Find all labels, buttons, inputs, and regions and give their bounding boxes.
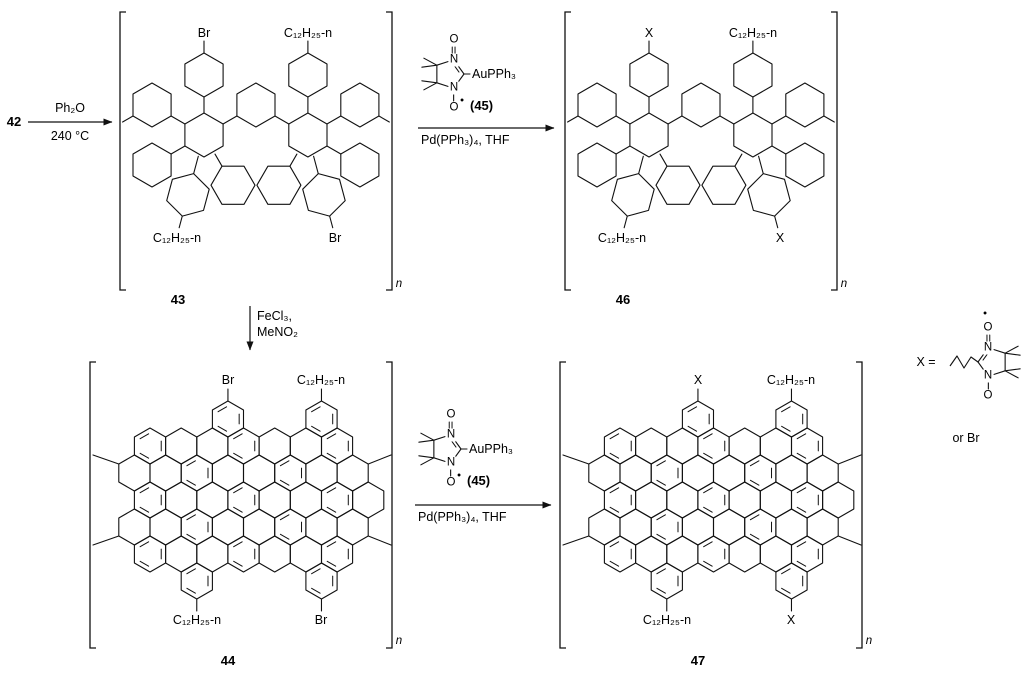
compound-43-structure bbox=[119, 11, 393, 291]
reagent-45-structure-top bbox=[421, 46, 471, 102]
compound-42-label: 42 bbox=[6, 114, 22, 129]
c43-sub-bottom-right: Br bbox=[328, 231, 342, 245]
xdef-oxygen-bottom-label: O bbox=[982, 389, 994, 403]
xdef-nitrogen-bottom-label: N bbox=[982, 369, 994, 383]
step1-condition-label: 240 °C bbox=[50, 129, 90, 143]
step1-reagent-label: Ph₂O bbox=[55, 101, 85, 115]
x-definition-prefix: X = bbox=[916, 355, 936, 369]
x-definition-alternative: or Br bbox=[952, 431, 980, 445]
c47-repeat-index: n bbox=[865, 635, 873, 647]
coupling-conditions-bottom: Pd(PPh₃)₄, THF bbox=[418, 510, 507, 524]
c47-sub-top-left: X bbox=[693, 373, 703, 387]
r45a-nitrogen-top-label: N bbox=[448, 53, 460, 67]
r45b-nitrogen-bottom-label: N bbox=[445, 456, 457, 470]
compound-46-structure bbox=[564, 11, 838, 291]
r45a-nitrogen-bottom-label: N bbox=[448, 81, 460, 95]
c44-repeat-index: n bbox=[395, 635, 403, 647]
r45b-oxygen-bottom-label: O bbox=[445, 476, 457, 490]
c46-repeat-index: n bbox=[840, 278, 848, 290]
r45a-gold-group-label: AuPPh₃ bbox=[472, 67, 517, 81]
c43-number: 43 bbox=[170, 292, 186, 307]
c44-sub-top-left: Br bbox=[221, 373, 235, 387]
c47-sub-bottom-left: C₁₂H₂₅-n bbox=[642, 613, 692, 627]
reagent-45-structure-bottom bbox=[418, 421, 468, 477]
c46-sub-top-right: C₁₂H₂₅-n bbox=[728, 26, 778, 40]
r45a-oxygen-top-label: O bbox=[448, 33, 460, 47]
c43-repeat-index: n bbox=[395, 278, 403, 290]
c43-sub-top-right: C₁₂H₂₅-n bbox=[283, 26, 333, 40]
r45b-oxygen-top-label: O bbox=[445, 408, 457, 422]
c44-sub-bottom-right: Br bbox=[314, 613, 328, 627]
step2-reagent-line2: MeNO₂ bbox=[257, 325, 298, 339]
c46-sub-bottom-right: X bbox=[775, 231, 785, 245]
c47-sub-top-right: C₁₂H₂₅-n bbox=[766, 373, 816, 387]
r45b-number-label: (45) bbox=[467, 473, 491, 488]
c44-sub-bottom-left: C₁₂H₂₅-n bbox=[172, 613, 222, 627]
c46-number: 46 bbox=[615, 292, 631, 307]
r45b-gold-group-label: AuPPh₃ bbox=[469, 442, 514, 456]
c47-number: 47 bbox=[690, 653, 706, 668]
c43-sub-bottom-left: C₁₂H₂₅-n bbox=[152, 231, 202, 245]
c44-number: 44 bbox=[220, 653, 236, 668]
step2-reagent-line1: FeCl₃, bbox=[257, 309, 292, 323]
r45b-nitrogen-top-label: N bbox=[445, 428, 457, 442]
c43-sub-top-left: Br bbox=[197, 26, 211, 40]
coupling-conditions-top: Pd(PPh₃)₄, THF bbox=[421, 133, 510, 147]
compound-44-structure bbox=[89, 361, 393, 649]
xdef-nitrogen-top-label: N bbox=[982, 341, 994, 355]
compound-47-structure bbox=[559, 361, 863, 649]
c46-sub-top-left: X bbox=[644, 26, 654, 40]
r45a-number-label: (45) bbox=[470, 98, 494, 113]
reaction-arrows bbox=[28, 118, 555, 509]
c44-sub-top-right: C₁₂H₂₅-n bbox=[296, 373, 346, 387]
r45b-radical-dot: • bbox=[457, 469, 461, 482]
xdef-radical-dot: • bbox=[983, 307, 987, 320]
r45a-radical-dot: • bbox=[460, 94, 464, 107]
c47-sub-bottom-right: X bbox=[786, 613, 796, 627]
x-definition-structure bbox=[949, 334, 1021, 390]
c46-sub-bottom-left: C₁₂H₂₅-n bbox=[597, 231, 647, 245]
xdef-oxygen-top-label: O bbox=[982, 321, 994, 335]
r45a-oxygen-bottom-label: O bbox=[448, 101, 460, 115]
